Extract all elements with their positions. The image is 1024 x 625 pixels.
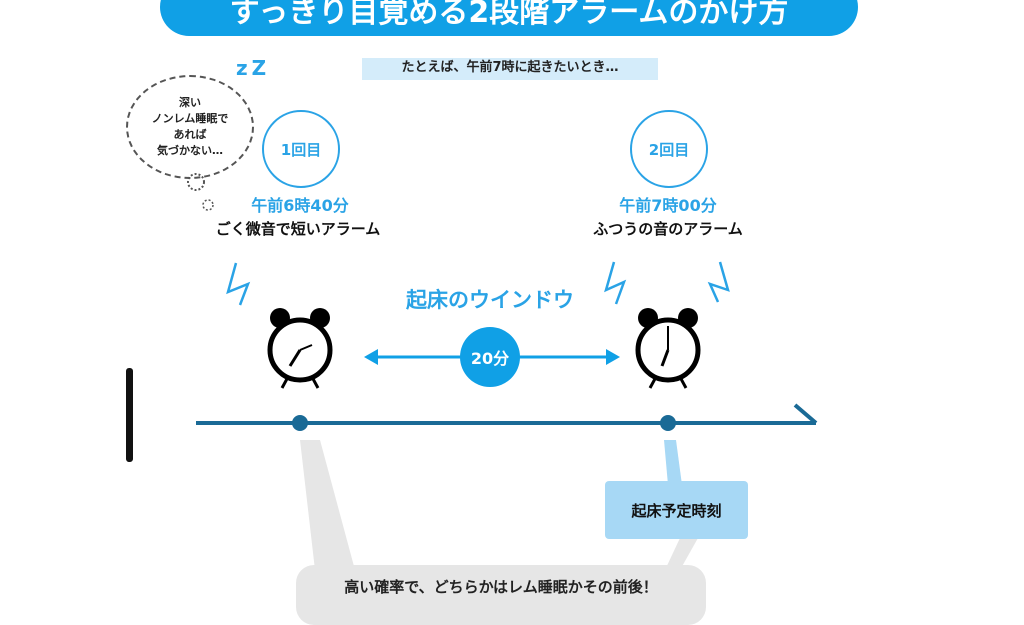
note-pointer — [300, 440, 355, 570]
sleep-zz-icon: zZ — [236, 56, 271, 80]
left-edge-bar — [126, 368, 133, 462]
alarm-2-desc: ふつうの音のアラーム — [593, 220, 743, 238]
alarm-2-time: 午前7時00分 — [619, 196, 717, 215]
thought-line: 気づかない… — [157, 144, 223, 157]
thought-line: 深い — [179, 96, 201, 109]
thought-dot — [202, 199, 214, 211]
timeline-dot-1 — [292, 415, 308, 431]
subtitle: たとえば、午前7時に起きたいとき… — [362, 58, 658, 80]
note-pointer-right — [665, 538, 698, 570]
thought-line: あれば — [173, 128, 207, 141]
wake-time-callout: 起床予定時刻 — [605, 481, 748, 539]
alarm-clock-icon-1 — [267, 308, 333, 389]
timeline-arrowhead — [793, 403, 818, 425]
alarm-2-badge: 2回目 — [630, 110, 708, 188]
lightning-icon — [226, 261, 730, 306]
thought-line: ノンレム睡眠で — [151, 112, 229, 125]
note-callout: 高い確率で、どちらかはレム睡眠かその前後！ — [296, 565, 706, 625]
alarm-1-time: 午前6時40分 — [251, 196, 349, 215]
window-label: 起床のウインドウ — [406, 288, 574, 312]
wake-pointer — [664, 440, 682, 485]
alarm-1-desc: ごく微音で短いアラーム — [215, 220, 381, 238]
alarm-clock-icon-2 — [635, 308, 701, 389]
thought-bubble: 深い ノンレム睡眠で あれば 気づかない… — [126, 75, 254, 179]
window-minutes-badge: 20分 — [460, 327, 520, 387]
timeline-dot-2 — [660, 415, 676, 431]
diagram-graphics — [126, 173, 818, 570]
page-title: すっきり目覚める2段階アラームのかけ方 — [160, 0, 858, 36]
alarm-1-badge: 1回目 — [262, 110, 340, 188]
